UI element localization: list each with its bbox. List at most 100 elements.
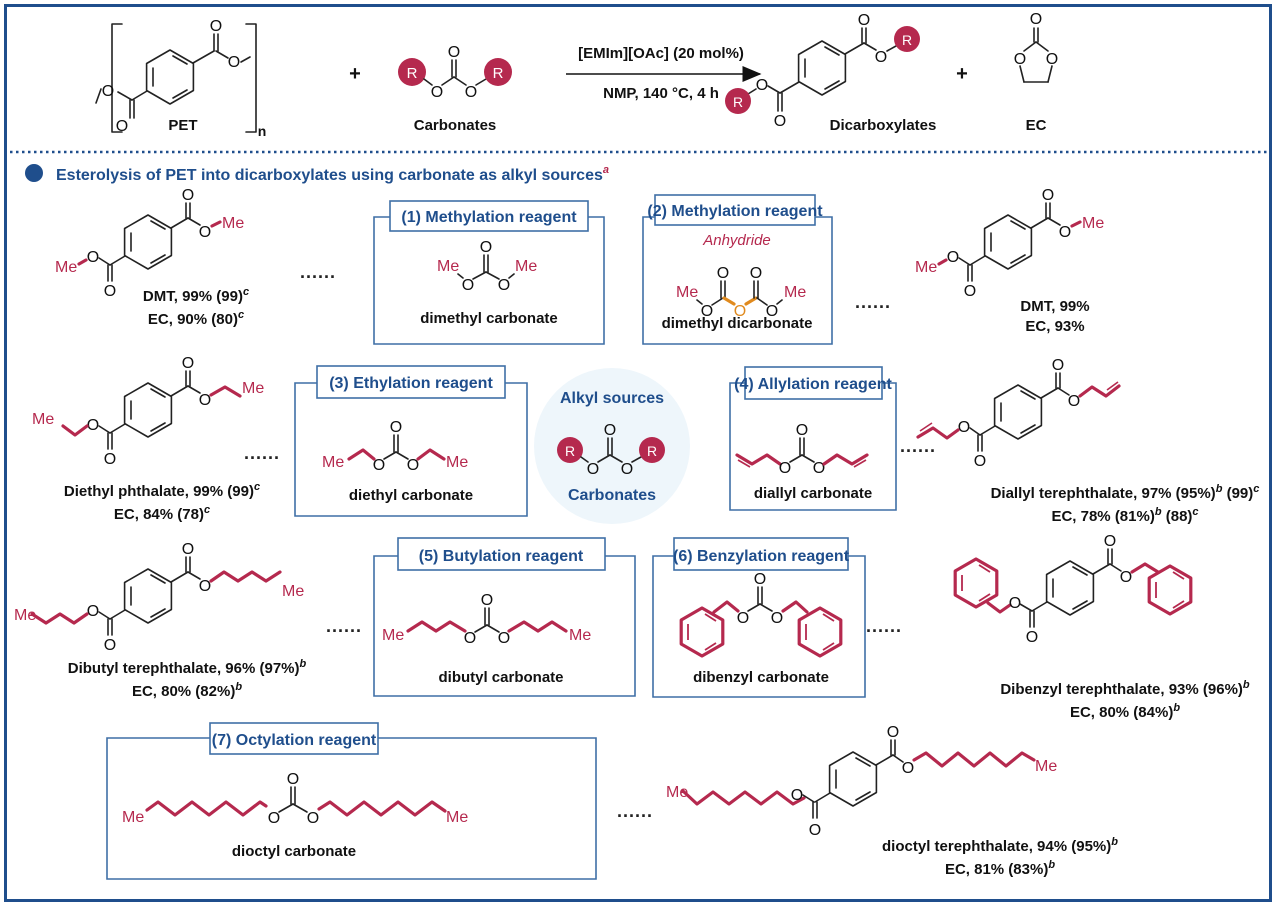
dicarboxylate-general-structure: O O R O O R Dicarboxylates: [725, 12, 936, 134]
svg-text:O: O: [87, 417, 99, 434]
svg-text:Me: Me: [676, 284, 698, 301]
svg-text:O: O: [1014, 51, 1026, 68]
product-dmt-left: O O Me O O Me DMT, 99% (99)c EC, 90% (80…: [55, 187, 249, 328]
svg-text:O: O: [766, 303, 778, 320]
svg-text:O: O: [431, 84, 443, 101]
svg-text:O: O: [268, 810, 280, 827]
svg-text:O: O: [116, 118, 128, 135]
connector-dots: ......: [326, 616, 362, 636]
reagent-box-7: (7) Octylation reagent Me O O O Me dioct…: [106, 722, 597, 880]
product-line2: EC, 78% (81%)b (88)c: [1051, 506, 1198, 525]
svg-text:O: O: [87, 249, 99, 266]
svg-text:O: O: [1030, 11, 1042, 28]
bracket-left: [111, 23, 123, 133]
svg-text:Me: Me: [382, 627, 404, 644]
svg-text:Me: Me: [122, 809, 144, 826]
catalyst-text: [EMIm][OAc] (20 mol%): [578, 45, 744, 62]
svg-text:R: R: [902, 32, 912, 48]
svg-text:Me: Me: [14, 607, 36, 624]
svg-text:O: O: [210, 18, 222, 35]
svg-text:R: R: [647, 443, 657, 459]
product-diallyl: O O O O Diallyl terephthalate, 97% (95%)…: [916, 357, 1259, 525]
alkyl-sources-title: Alkyl sources: [560, 390, 664, 407]
svg-text:Me: Me: [1082, 215, 1104, 232]
svg-text:O: O: [587, 461, 599, 478]
reagent-name: dibutyl carbonate: [438, 669, 563, 686]
svg-text:O: O: [199, 224, 211, 241]
reagent-box-5: (5) Butylation reagent Me O O O Me dibut…: [373, 537, 636, 697]
svg-text:O: O: [875, 49, 887, 66]
svg-text:O: O: [87, 603, 99, 620]
product-dmt-right: O O Me O O Me DMT, 99% EC, 93%: [915, 187, 1104, 335]
svg-text:O: O: [1052, 357, 1064, 374]
bullet-icon: [25, 164, 43, 182]
connector-dots: ......: [300, 262, 336, 282]
svg-text:O: O: [717, 265, 729, 282]
svg-text:O: O: [771, 610, 783, 627]
connector-dots: ......: [617, 801, 653, 821]
svg-text:O: O: [1059, 224, 1071, 241]
svg-text:Me: Me: [322, 454, 344, 471]
svg-text:O: O: [182, 187, 194, 204]
product-line2: EC, 80% (84%)b: [1070, 702, 1180, 721]
svg-text:O: O: [462, 277, 474, 294]
section-title: Esterolysis of PET into dicarboxylates u…: [56, 164, 609, 184]
svg-text:Me: Me: [1035, 758, 1057, 775]
reagent-name: dibenzyl carbonate: [693, 669, 829, 686]
alkyl-sources-bubble: Alkyl sources R O O O R Carbonates: [534, 368, 690, 524]
reagent-name: diethyl carbonate: [349, 487, 473, 504]
svg-text:O: O: [604, 422, 616, 439]
carbonates-label: Carbonates: [414, 117, 497, 134]
svg-text:O: O: [964, 283, 976, 300]
svg-text:O: O: [791, 787, 803, 804]
svg-text:O: O: [958, 419, 970, 436]
svg-text:R: R: [733, 94, 743, 110]
svg-text:O: O: [465, 84, 477, 101]
svg-text:Me: Me: [437, 258, 459, 275]
pet-label: PET: [168, 117, 197, 134]
product-dioctyl: Me O O O O Me dioctyl terephthalate, 94%…: [666, 724, 1118, 878]
svg-text:O: O: [974, 453, 986, 470]
svg-text:O: O: [199, 578, 211, 595]
plus-sign-2: +: [956, 63, 968, 85]
svg-text:O: O: [1104, 533, 1116, 550]
product-line1: Diethyl phthalate, 99% (99)c: [64, 481, 260, 500]
svg-text:Me: Me: [446, 809, 468, 826]
svg-text:O: O: [104, 637, 116, 654]
svg-text:Me: Me: [282, 583, 304, 600]
svg-text:O: O: [754, 571, 766, 588]
r-group-circle: [398, 58, 426, 86]
svg-text:O: O: [902, 760, 914, 777]
svg-text:O: O: [734, 303, 746, 320]
svg-text:O: O: [498, 277, 510, 294]
svg-text:O: O: [481, 592, 493, 609]
product-dibutyl: O O Me O O Me Dibutyl terephthalate, 96%…: [14, 541, 307, 700]
svg-text:R: R: [565, 443, 575, 459]
reagent-box-2: (2) Methylation reagent Anhydride Me O O…: [642, 194, 833, 345]
svg-text:Me: Me: [242, 380, 264, 397]
product-line1: DMT, 99%: [1020, 298, 1089, 315]
svg-text:Me: Me: [784, 284, 806, 301]
svg-text:O: O: [199, 392, 211, 409]
reagent-tag: (6) Benzylation reagent: [673, 548, 850, 565]
product-line2: EC, 90% (80)c: [148, 309, 244, 328]
svg-text:O: O: [887, 724, 899, 741]
svg-text:R: R: [493, 65, 504, 82]
svg-text:O: O: [228, 54, 240, 71]
svg-text:Me: Me: [222, 215, 244, 232]
svg-text:O: O: [1120, 569, 1132, 586]
svg-text:O: O: [448, 44, 460, 61]
svg-text:O: O: [621, 461, 633, 478]
reagent-box-4: (4) Allylation reagent O O O diallyl car…: [729, 366, 897, 511]
conditions-text: NMP, 140 °C, 4 h: [603, 85, 719, 102]
svg-text:O: O: [737, 610, 749, 627]
svg-text:O: O: [307, 810, 319, 827]
repeat-subscript: n: [258, 123, 267, 139]
reagent-tag: (2) Methylation reagent: [647, 203, 823, 220]
reagent-tag: (3) Ethylation reagent: [329, 375, 493, 392]
reagent-name: dioctyl carbonate: [232, 843, 356, 860]
svg-text:O: O: [287, 771, 299, 788]
reagent-name: diallyl carbonate: [754, 485, 872, 502]
reagent-name: dimethyl dicarbonate: [662, 315, 813, 332]
